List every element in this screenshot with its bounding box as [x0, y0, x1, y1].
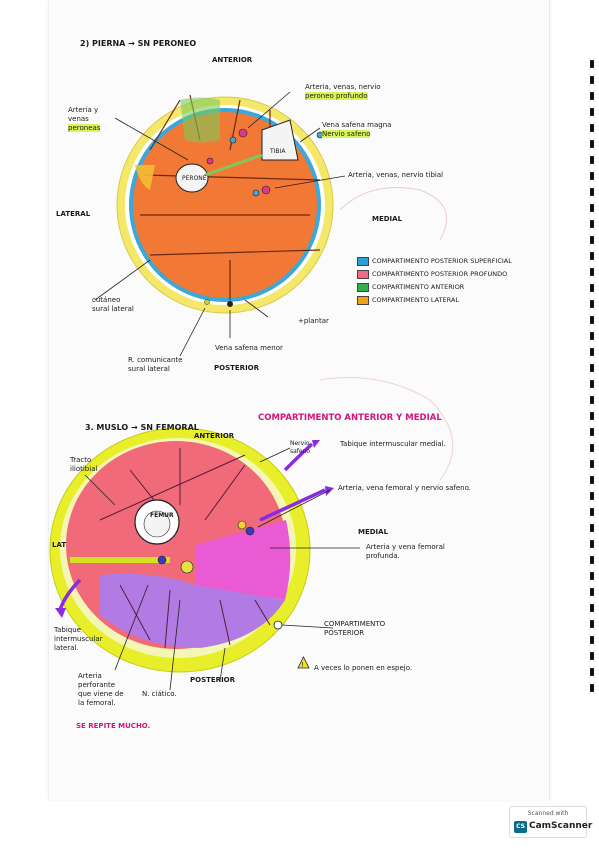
- label-comunicante-2: sural lateral: [128, 365, 170, 373]
- leg-anterior-label: ANTERIOR: [212, 56, 253, 64]
- legend-swatch-0: [357, 257, 369, 266]
- label-tabique-lateral-2: intermuscular: [54, 635, 103, 643]
- femoral-artery: [237, 520, 247, 530]
- thigh-title: 3. MUSLO → SN FEMORAL: [85, 423, 199, 432]
- camscanner-logo-icon: CS: [514, 821, 527, 833]
- scanned-with-text: Scanned with: [527, 810, 569, 817]
- leg-medial-label: MEDIAL: [372, 215, 403, 223]
- legend-text-3: COMPARTIMENTO LATERAL: [372, 296, 459, 304]
- legend-text-1: COMPARTIMENTO POSTERIOR PROFUNDO: [372, 270, 508, 278]
- label-nervio-tibial: Arteria, venas, nervio tibial: [348, 171, 444, 179]
- legend-swatch-1: [357, 270, 369, 279]
- leg-lateral-label: LATERAL: [56, 210, 91, 218]
- legend-swatch-3: [357, 296, 369, 305]
- label-tracto-2: iliotibial: [70, 465, 98, 473]
- label-cutaneo-2: sural lateral: [92, 305, 134, 313]
- leg-vessel-anterior: [238, 128, 248, 138]
- label-comp-posterior-1: COMPARTIMENTO: [324, 620, 386, 628]
- label-arteria-profunda-2: peroneo profundo: [305, 92, 368, 100]
- label-plantar: +plantar: [298, 317, 329, 325]
- label-comp-posterior-2: POSTERIOR: [324, 629, 365, 637]
- tibia-bone: [261, 119, 299, 161]
- warning-icon: [297, 656, 310, 669]
- warning-note: A veces lo ponen en espejo.: [314, 664, 413, 672]
- label-nervio-safeno: Nervio safeno: [322, 130, 371, 138]
- label-perforante-1: Arteria: [78, 672, 102, 680]
- leg-posterior-label: POSTERIOR: [214, 364, 260, 372]
- spiral-binding: [590, 60, 596, 700]
- label-perforante-4: la femoral.: [78, 699, 116, 707]
- femur-label: FÉMUR: [150, 512, 174, 519]
- legend-text-0: COMPARTIMENTO POSTERIOR SUPERFICIAL: [372, 257, 512, 265]
- label-arteria-profunda-1: Arteria, venas, nervio: [305, 83, 381, 91]
- label-nervio-safeno-thigh-2: safeno: [290, 448, 311, 455]
- legend-swatch-2: [357, 283, 369, 292]
- label-peroneas-2: venas: [68, 115, 89, 123]
- thigh-compartment-header: COMPARTIMENTO ANTERIOR Y MEDIAL: [258, 413, 442, 423]
- deep-femoral-vessels: [180, 560, 194, 574]
- camscanner-badge: Scanned with CS CamScanner: [509, 806, 592, 838]
- thigh-posterior-label: POSTERIOR: [190, 676, 236, 684]
- svg-text:!: !: [301, 661, 304, 669]
- fibula-label: PERONÉ: [182, 175, 207, 182]
- camscanner-text: CamScanner: [529, 821, 593, 831]
- label-ciatico: N. ciático.: [142, 690, 177, 698]
- legend-text-2: COMPARTIMENTO ANTERIOR: [372, 283, 465, 291]
- femoral-vein: [245, 526, 255, 536]
- label-cutaneo-1: cutáneo: [92, 296, 121, 304]
- label-peroneas-3: peroneas: [68, 124, 101, 132]
- label-peroneas-1: Arteria y: [68, 106, 99, 114]
- thigh-lat-label: LAT: [52, 541, 67, 549]
- label-femoral-vessels: Arteria, vena femoral y nervio safeno.: [338, 484, 472, 492]
- fibula-bone: [175, 163, 209, 193]
- leg-vessel-tibial: [261, 185, 271, 195]
- thigh-posterior-compartment: [100, 573, 285, 648]
- thigh-medial-compartment: [196, 520, 291, 600]
- label-nervio-safeno-thigh-1: Nervio: [290, 440, 310, 447]
- label-comunicante-1: R. comunicante: [128, 356, 183, 364]
- label-tabique-lateral-1: Tabique: [54, 626, 81, 634]
- small-saphenous-vein-dot: [227, 301, 233, 307]
- label-profunda-2: profunda.: [366, 552, 400, 560]
- label-perforante-3: que viene de: [78, 690, 124, 698]
- label-perforante-2: perforante: [78, 681, 116, 689]
- anterior-compartment-highlight: [180, 97, 220, 143]
- label-tabique-medial: Tabique intermuscular medial.: [340, 440, 446, 448]
- label-tracto-1: Tracto: [70, 456, 92, 464]
- label-safena-menor: Vena safena menor: [215, 344, 283, 352]
- tibia-label: TIBIA: [270, 148, 286, 155]
- thigh-anterior-label: ANTERIOR: [194, 432, 235, 440]
- thigh-medial-label: MEDIAL: [358, 528, 389, 536]
- lateral-compartment-highlight: [135, 165, 155, 190]
- repeat-note: SE REPITE MUCHO.: [76, 722, 151, 730]
- label-safena-magna: Vena safena magna: [322, 121, 392, 129]
- leg-title: 2) PIERNA → SN PERONEO: [80, 39, 197, 48]
- label-profunda-1: Arteria y vena femoral: [366, 543, 445, 551]
- label-tabique-lateral-3: lateral.: [54, 644, 79, 652]
